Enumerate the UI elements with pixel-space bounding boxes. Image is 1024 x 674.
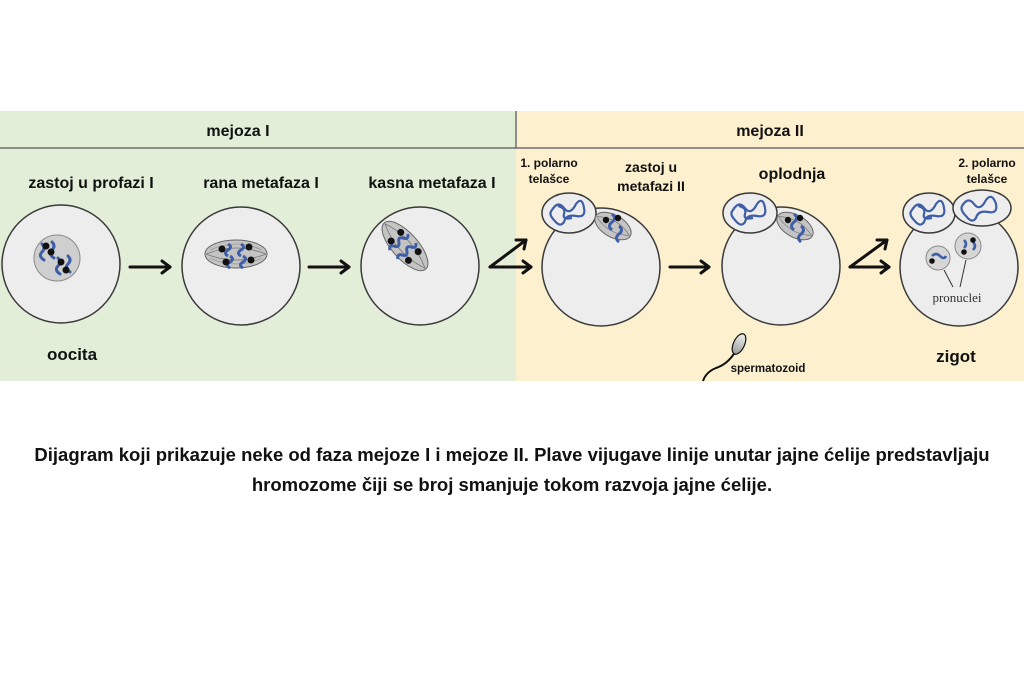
stage-label-fertilization: oplodnja xyxy=(759,166,826,183)
chromosome-tangle xyxy=(960,195,998,222)
chromosome-squiggle xyxy=(790,212,798,232)
arrow-icon xyxy=(668,259,711,275)
meiosis2-header: mejoza II xyxy=(736,123,804,140)
chromosome-squiggle xyxy=(963,239,968,249)
chromosome-squiggle xyxy=(797,224,805,244)
meiosis1-header: mejoza I xyxy=(206,123,269,140)
stage-label-late-metaphase: kasna metafaza I xyxy=(368,175,495,192)
pronuclei-pointer xyxy=(959,259,967,288)
figure-caption: Dijagram koji prikazuje neke od faza mej… xyxy=(34,444,990,495)
branch-arrow-icon xyxy=(488,238,533,275)
centromere xyxy=(47,248,55,256)
centromere xyxy=(387,237,395,245)
centromere xyxy=(961,249,967,255)
chromosome-squiggle xyxy=(397,233,410,243)
chromosome-squiggle xyxy=(931,252,948,260)
centromere xyxy=(218,245,226,253)
chromosome-tangle xyxy=(909,199,946,226)
centromere xyxy=(42,242,50,250)
centromere xyxy=(414,248,422,256)
sperm-icon xyxy=(702,333,747,382)
stage-label-polar-body-1-line2: telašce xyxy=(529,172,570,186)
centromere xyxy=(796,214,804,222)
chromosome-squiggle xyxy=(388,241,401,251)
cell-late-metaphase xyxy=(360,206,480,326)
chromosome-tangle xyxy=(730,199,767,226)
zygote-label: zigot xyxy=(936,347,976,366)
pronuclei-label: pronuclei xyxy=(932,290,981,305)
stage-label-metaphase2-arrest: zastoj u xyxy=(625,159,677,175)
branch-arrow-icon xyxy=(848,238,891,275)
pronucleus xyxy=(925,245,951,271)
chromosome-squiggle xyxy=(226,254,234,270)
centromere xyxy=(602,216,610,224)
chromosome-squiggle xyxy=(224,242,232,258)
stage-label-metaphase2-arrest-line2: metafazi II xyxy=(617,178,685,194)
stage-label-polar-body-2: 2. polarno xyxy=(958,156,1015,170)
pronuclei-pointer xyxy=(943,269,954,288)
stage-label-prophase-arrest: zastoj u profazi I xyxy=(28,175,153,192)
stage-label-early-metaphase: rana metafaza I xyxy=(203,175,319,192)
centromere xyxy=(245,243,253,251)
chromosome-squiggle xyxy=(239,254,247,270)
sperm-label: spermatozoid xyxy=(731,363,806,375)
chromosome-squiggle xyxy=(237,242,245,258)
cell-prophase-arrest xyxy=(1,204,121,324)
centromere xyxy=(397,228,405,236)
arrow-icon xyxy=(307,259,351,275)
spindle xyxy=(381,220,429,272)
arrow-icon xyxy=(128,259,172,275)
centromere xyxy=(970,237,976,243)
centromere xyxy=(57,258,65,266)
chromosome-squiggle xyxy=(608,212,616,232)
chromosome-tangle xyxy=(549,199,586,226)
centromere xyxy=(929,258,935,264)
chromosome-squiggle xyxy=(396,250,409,260)
oocyte-label: oocita xyxy=(47,345,98,364)
centromere xyxy=(247,256,255,264)
centromere xyxy=(784,216,792,224)
stage-label-polar-body-1: 1. polarno xyxy=(520,156,577,170)
centromere xyxy=(62,266,70,274)
chromosome-squiggle xyxy=(405,242,418,252)
chromosome-squiggle xyxy=(615,224,623,244)
cell-zygote: pronuclei xyxy=(899,189,1019,327)
centromere xyxy=(222,258,230,266)
pronucleus xyxy=(954,232,982,260)
cell-metaphase2-arrest xyxy=(541,192,661,327)
centromere xyxy=(614,214,622,222)
cell-fertilization xyxy=(721,192,841,326)
stage-label-polar-body-2-line2: telašce xyxy=(967,172,1008,186)
cell-early-metaphase xyxy=(181,206,301,326)
centromere xyxy=(404,256,412,264)
